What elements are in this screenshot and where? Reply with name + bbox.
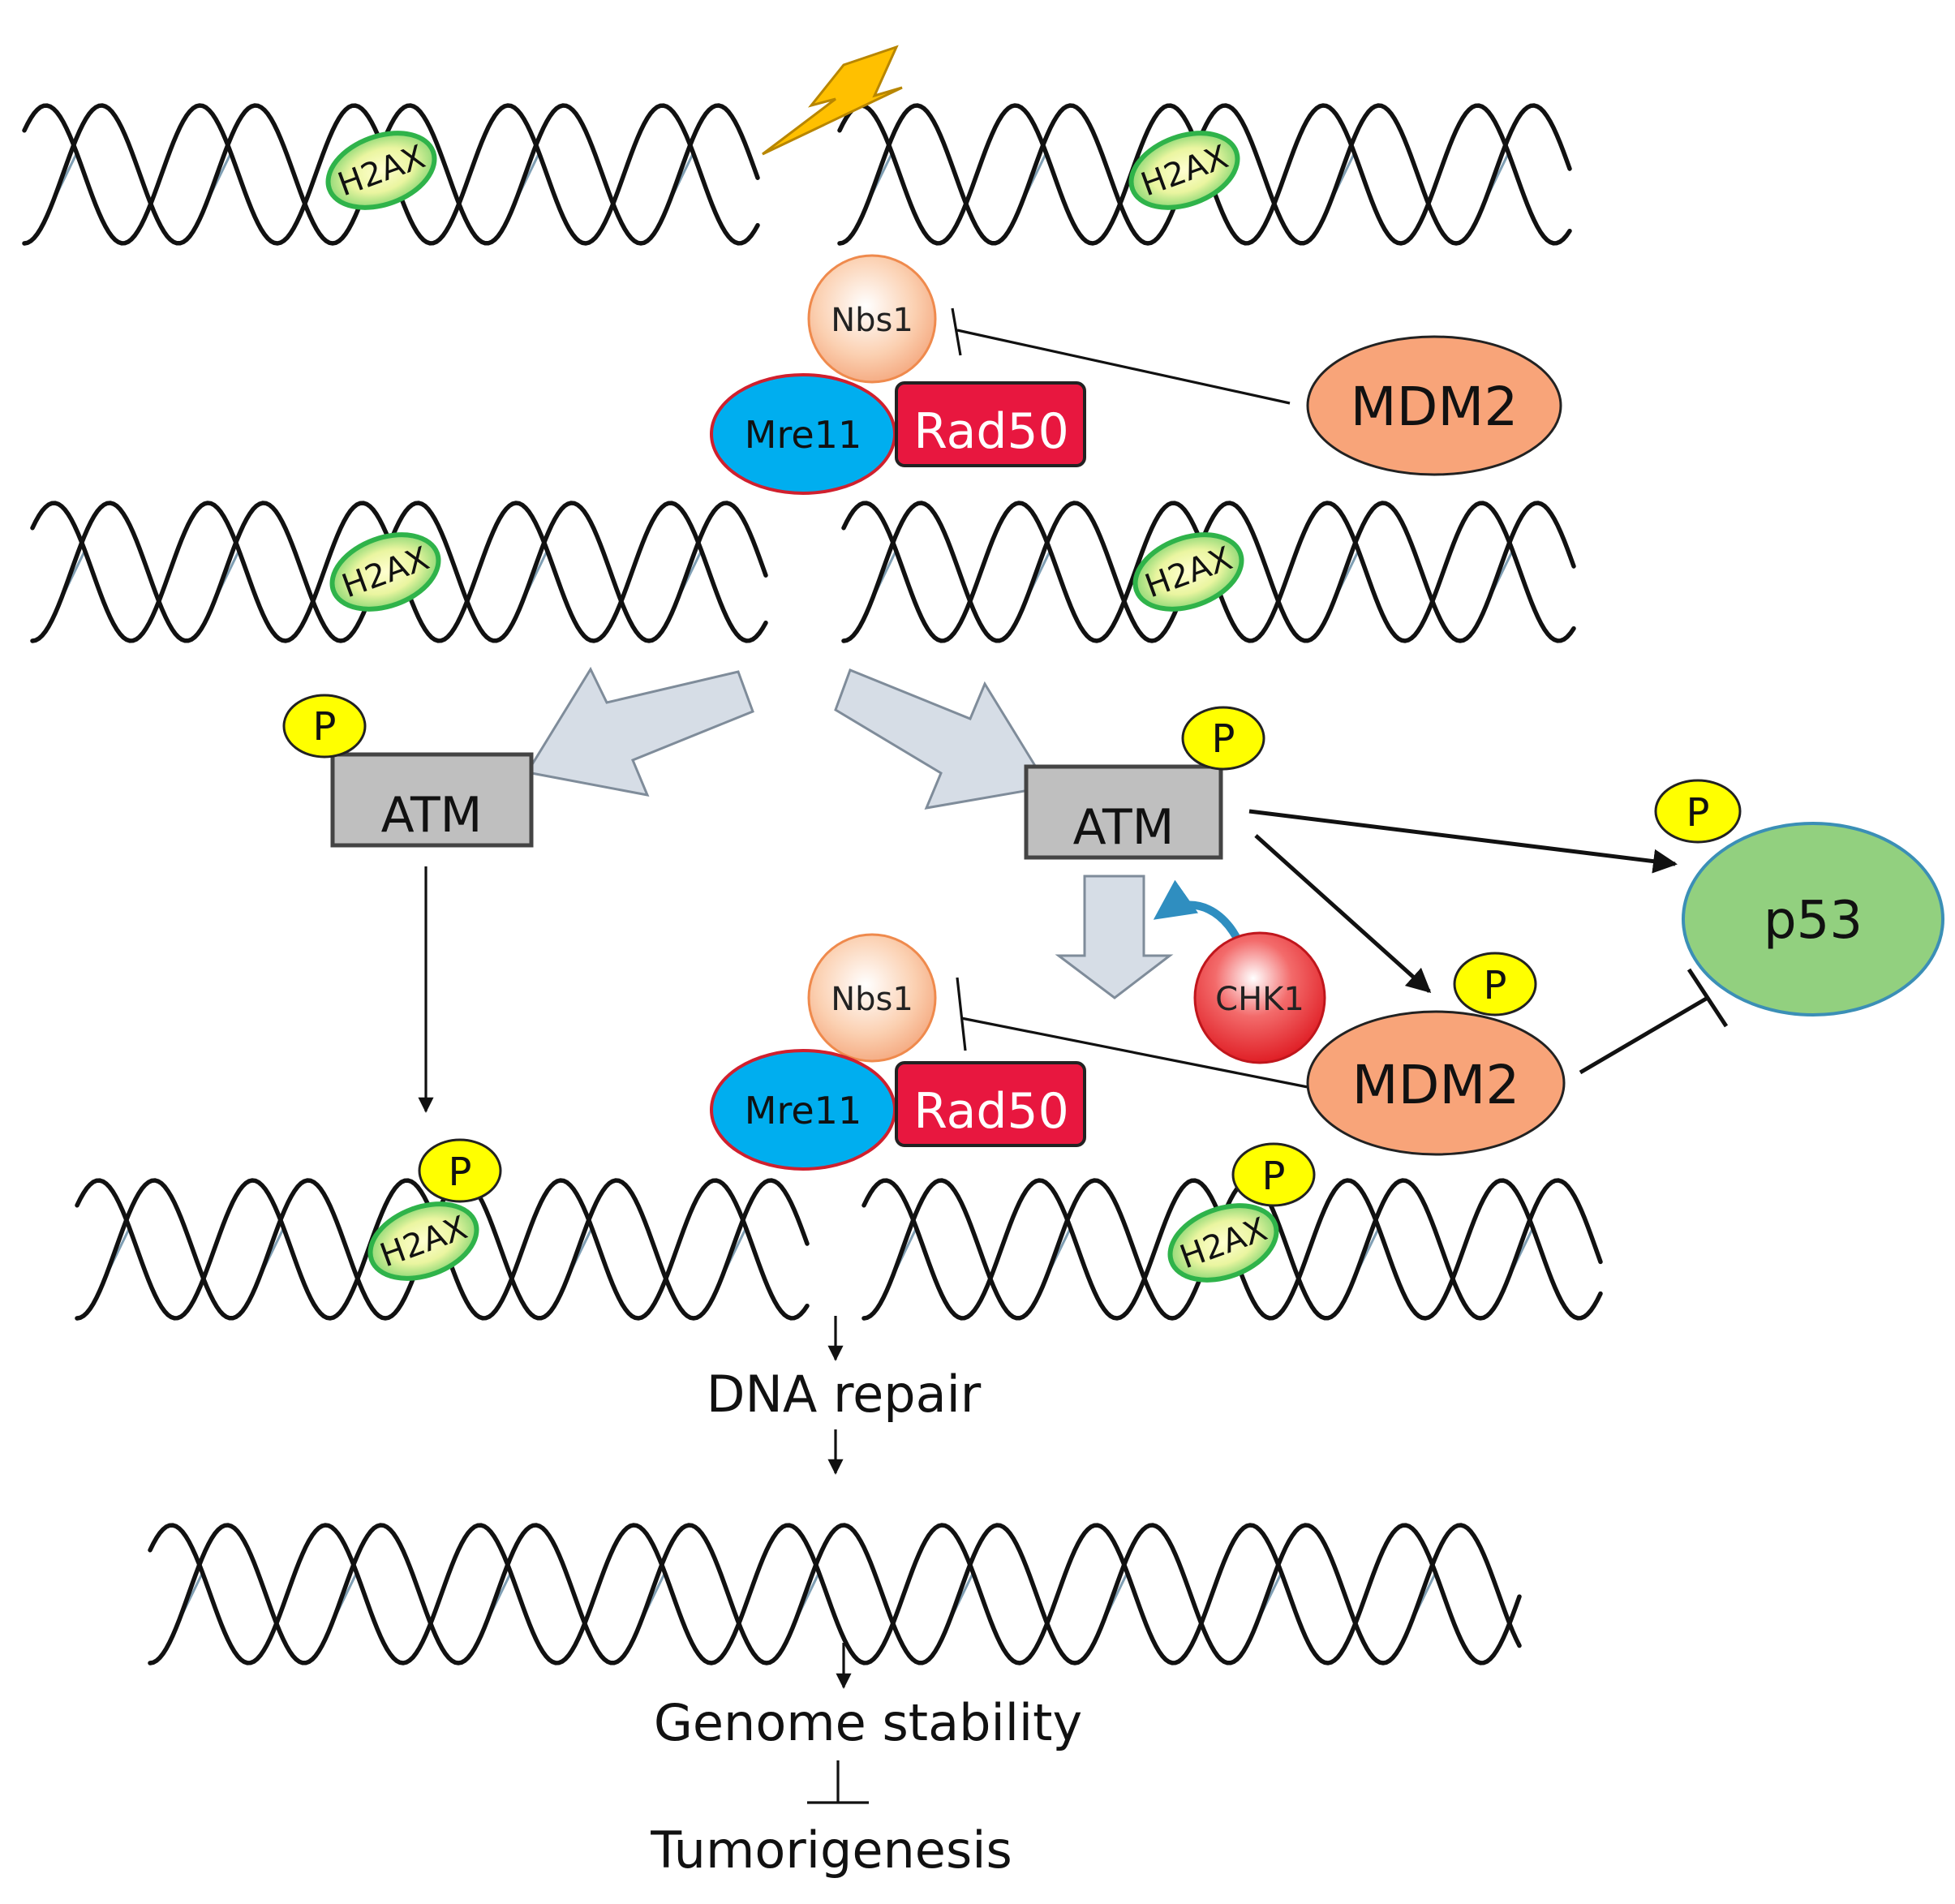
mrn-complex: Nbs1 Mre11 Rad50 xyxy=(710,933,1086,1171)
dna-strand xyxy=(22,103,760,246)
nbs1-label: Nbs1 xyxy=(831,302,913,339)
rad50-label: Rad50 xyxy=(913,403,1069,460)
dna-helix-icon xyxy=(148,1523,1522,1665)
phospho-badge xyxy=(418,1138,502,1203)
phospho-label: P xyxy=(449,1150,472,1195)
activation-arrow xyxy=(1248,809,1678,874)
inhibition-line xyxy=(956,329,1291,405)
phospho-badge xyxy=(1181,706,1265,771)
tumorigenesis-text: Tumorigenesis xyxy=(650,1820,1012,1880)
big-arrow-right xyxy=(834,668,1051,810)
rad50-label: Rad50 xyxy=(913,1083,1069,1140)
mre11-label: Mre11 xyxy=(745,1089,861,1133)
mre11-label: Mre11 xyxy=(745,413,861,457)
nbs1-label: Nbs1 xyxy=(831,981,913,1018)
inhibition-bar-icon xyxy=(951,307,962,356)
mrn-complex: Nbs1 Mre11 Rad50 xyxy=(710,254,1086,495)
genome-stability-text: Genome stability xyxy=(654,1693,1082,1752)
phospho-label: P xyxy=(1484,963,1507,1008)
big-arrow-down xyxy=(1055,875,1174,999)
activation-arrow xyxy=(1254,834,1432,994)
h2ax-node: H2AX xyxy=(1167,1203,1279,1283)
p53-label: p53 xyxy=(1764,891,1863,951)
mdm2-node xyxy=(1306,1010,1566,1156)
mdm2-node xyxy=(1306,335,1562,476)
phospho-label: P xyxy=(1686,790,1710,836)
phospho-badge xyxy=(282,694,367,759)
p53-node xyxy=(1682,822,1944,1016)
inhibition-line xyxy=(960,1016,1308,1089)
dna-strand xyxy=(861,1178,1603,1321)
nbs1-node xyxy=(807,254,937,384)
lightning-icon xyxy=(762,45,903,156)
h2ax-node: H2AX xyxy=(329,532,441,612)
atm-node xyxy=(1024,764,1223,860)
nbs1-node xyxy=(807,933,937,1063)
rad50-node xyxy=(895,1061,1086,1147)
h2ax-node: H2AX xyxy=(367,1201,479,1281)
phospho-badge xyxy=(1231,1142,1316,1207)
phospho-badge xyxy=(1453,952,1537,1016)
phospho-label: P xyxy=(1262,1154,1286,1199)
dna-strand xyxy=(30,501,768,643)
dna-repair-text: DNA repair xyxy=(707,1365,982,1424)
mdm2-label: MDM2 xyxy=(1352,1054,1520,1116)
chk1-label: CHK1 xyxy=(1215,981,1304,1018)
inhibition-bar-icon xyxy=(956,977,967,1051)
dna-strand xyxy=(148,1523,1522,1665)
dna-strand xyxy=(841,501,1576,643)
h2ax-node: H2AX xyxy=(1128,131,1240,210)
atm-label: ATM xyxy=(381,787,483,844)
h2ax-node: H2AX xyxy=(325,131,437,210)
h2ax-node: H2AX xyxy=(1132,532,1244,612)
dna-strand xyxy=(148,1523,1522,1665)
mdm2-label: MDM2 xyxy=(1351,376,1519,438)
big-arrow-left xyxy=(525,666,754,797)
chk1-node xyxy=(1193,931,1326,1064)
inhibition-bar-icon xyxy=(1686,968,1729,1028)
phospho-badge xyxy=(1654,779,1742,844)
rad50-node xyxy=(895,381,1086,467)
atm-node xyxy=(330,752,534,848)
atm-label: ATM xyxy=(1073,799,1175,856)
phospho-label: P xyxy=(313,704,337,750)
inhibition-line xyxy=(1579,995,1709,1075)
phospho-label: P xyxy=(1212,716,1235,762)
dna-strand xyxy=(837,103,1572,246)
